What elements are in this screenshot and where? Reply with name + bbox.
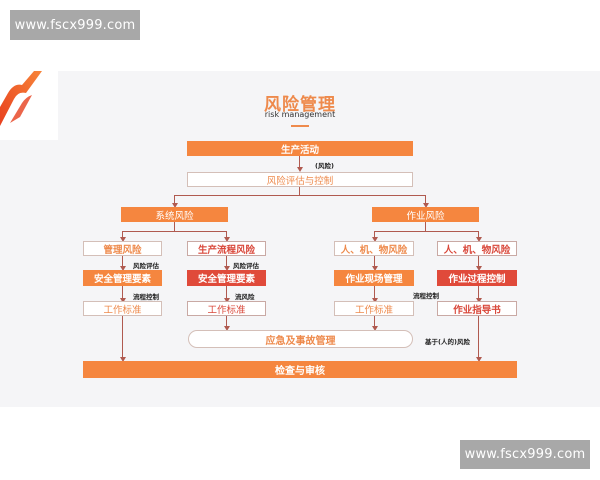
node-human-machine-risk-b: 人、机、物风险 [437, 241, 517, 256]
connector [226, 256, 227, 267]
node-emergency-management: 应急及事故管理 [188, 330, 413, 348]
connector [174, 195, 175, 205]
diagram-panel [0, 71, 600, 407]
arrow-icon [476, 266, 482, 271]
connector [374, 231, 375, 238]
note-risk: (风险) [315, 162, 334, 170]
arrow-icon [372, 237, 378, 242]
arrow-icon [120, 266, 126, 271]
page-subtitle: risk management [264, 110, 336, 119]
note-process-control: 流程控制 [413, 292, 439, 300]
note-human-risk: 基于(人的)风险 [425, 338, 470, 346]
connector [226, 231, 227, 238]
connector [174, 222, 175, 231]
arrow-icon [372, 326, 378, 331]
connector [122, 286, 123, 299]
node-human-machine-risk-a: 人、机、物风险 [334, 241, 414, 256]
arrow-icon [372, 298, 378, 303]
brand-swoosh-icon [0, 71, 42, 126]
connector [122, 256, 123, 267]
node-work-standard-b: 工作标准 [187, 301, 266, 316]
arrow-icon [224, 266, 230, 271]
watermark-bottom: www.fscx999.com [460, 440, 590, 469]
node-system-risk: 系统风险 [121, 207, 228, 222]
note-risk-assessment: 风险评估 [133, 262, 159, 270]
node-site-management: 作业现场管理 [334, 270, 414, 286]
page-title: 风险管理 [264, 95, 336, 115]
arrow-icon [297, 167, 303, 172]
node-safety-elements-b: 安全管理要素 [187, 270, 266, 286]
node-production-activity: 生产活动 [187, 141, 413, 156]
note-risk-assessment: 风险评估 [233, 262, 259, 270]
arrow-icon [224, 326, 230, 331]
arrow-icon [476, 298, 482, 303]
connector [478, 316, 479, 358]
logo-area [0, 71, 58, 140]
connector [122, 316, 123, 358]
node-operation-risk: 作业风险 [372, 207, 479, 222]
connector [374, 286, 375, 299]
arrow-icon [120, 357, 126, 362]
arrow-icon [224, 298, 230, 303]
arrow-icon [423, 203, 429, 208]
arrow-icon [476, 357, 482, 362]
watermark-top: www.fscx999.com [10, 10, 140, 40]
arrow-icon [120, 237, 126, 242]
connector [122, 231, 123, 238]
connector [174, 195, 426, 196]
connector [374, 231, 478, 232]
arrow-icon [476, 237, 482, 242]
connector [478, 286, 479, 299]
connector [122, 231, 226, 232]
connector [374, 316, 375, 328]
title-underline [291, 125, 309, 127]
note-flow-risk: 流风险 [235, 293, 255, 301]
node-process-control: 作业过程控制 [437, 270, 517, 286]
connector [299, 187, 300, 196]
connector [299, 156, 300, 168]
node-work-instruction: 作业指导书 [437, 301, 517, 316]
connector [226, 316, 227, 328]
connector [478, 231, 479, 238]
connector [478, 256, 479, 267]
arrow-icon [224, 237, 230, 242]
arrow-icon [172, 203, 178, 208]
node-management-risk: 管理风险 [83, 241, 162, 256]
connector [425, 222, 426, 231]
arrow-icon [120, 298, 126, 303]
node-work-standard-a: 工作标准 [83, 301, 162, 316]
arrow-icon [372, 266, 378, 271]
node-inspection-audit: 检查与审核 [83, 361, 517, 378]
node-production-process-risk: 生产流程风险 [187, 241, 266, 256]
node-safety-elements-a: 安全管理要素 [83, 270, 162, 286]
node-risk-assessment-control: 风险评估与控制 [187, 172, 413, 187]
connector [374, 256, 375, 267]
connector [226, 286, 227, 299]
node-work-standard-c: 工作标准 [334, 301, 414, 316]
note-process-control: 流程控制 [133, 293, 159, 301]
connector [425, 195, 426, 205]
